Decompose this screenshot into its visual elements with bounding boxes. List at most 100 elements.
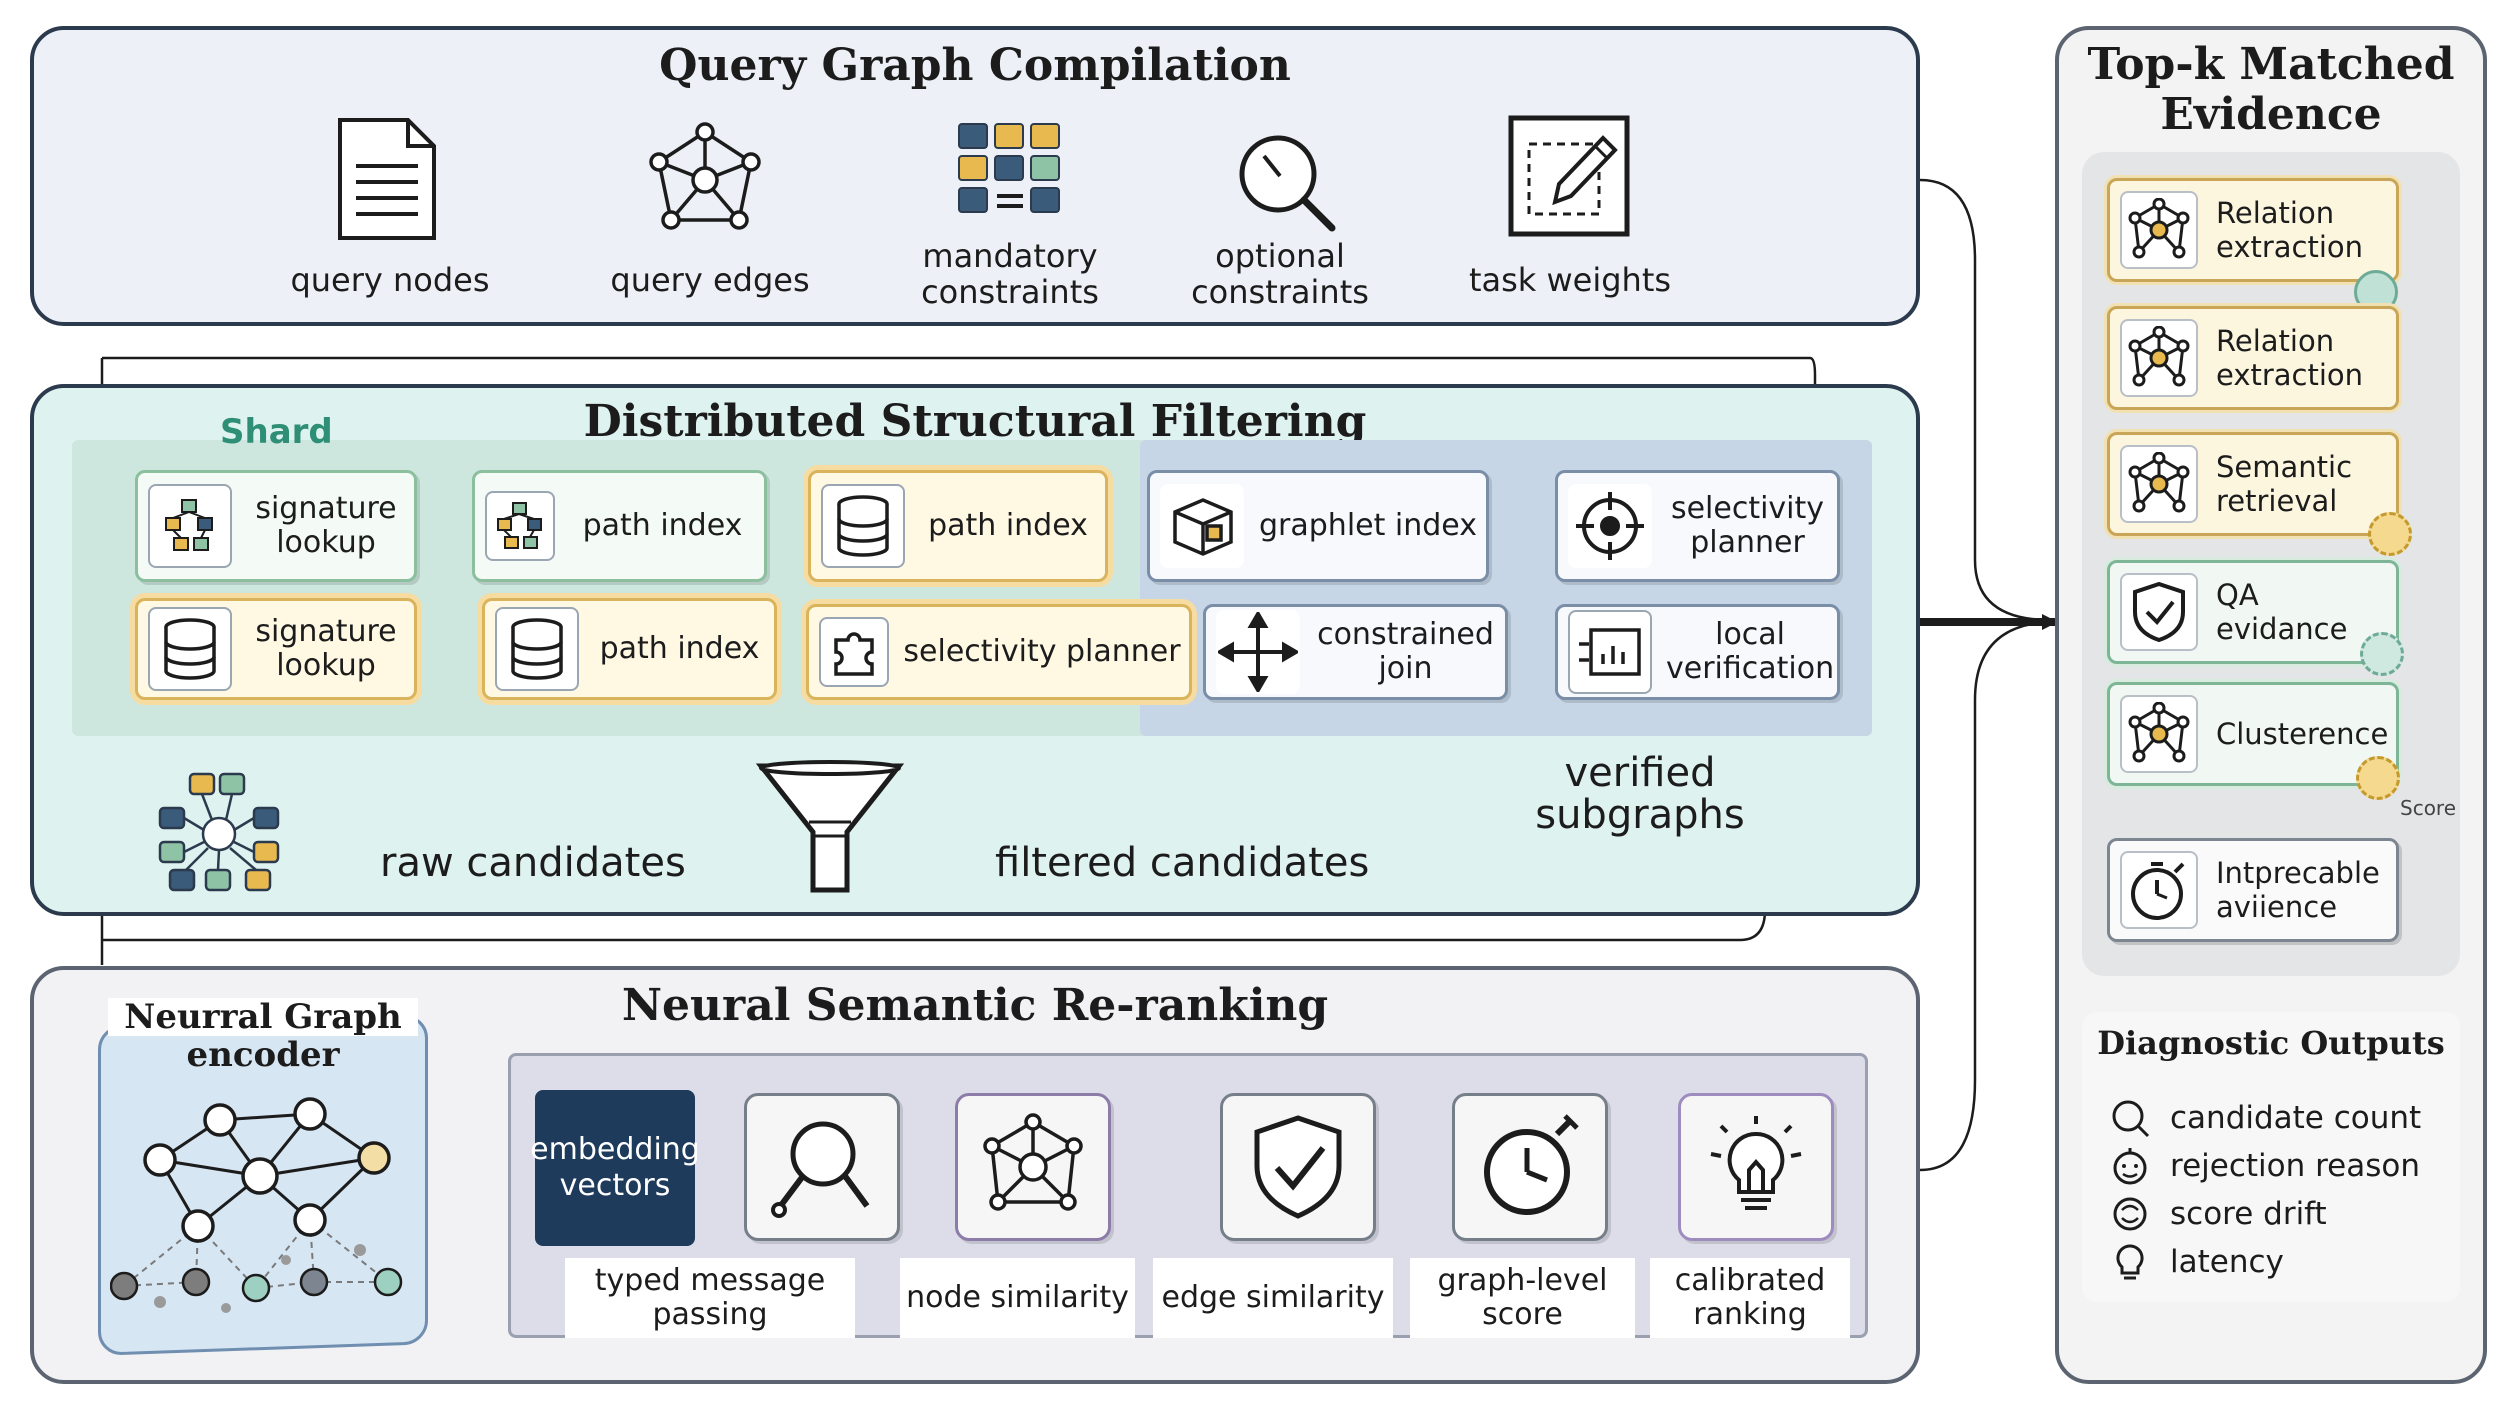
molecule-icon xyxy=(485,491,555,561)
evidence-item-3[interactable]: Semantic retrieval xyxy=(2107,432,2399,536)
network-icon xyxy=(983,1113,1083,1211)
calibrated-ranking-stage xyxy=(1678,1093,1834,1241)
drift-icon xyxy=(2108,1192,2152,1236)
selectivity-planner-node-1: selectivity planner xyxy=(1555,470,1840,582)
signature-lookup-node-1: signature lookup xyxy=(135,470,417,582)
rejection-reason-label: rejection reason xyxy=(2170,1148,2420,1184)
badge-icon xyxy=(2368,512,2412,556)
graph-level-score-label: graph-level score xyxy=(1410,1258,1635,1338)
signature-lookup-label-2: signature lookup xyxy=(255,614,397,683)
database-icon xyxy=(821,484,905,568)
constrained-join-label: constrained join xyxy=(1317,617,1494,686)
network-icon xyxy=(649,122,761,230)
graphlet-index-node: graphlet index xyxy=(1147,470,1489,582)
diagnostics-title: Diagnostic Outputs xyxy=(2097,1024,2445,1062)
evidence-item-5[interactable]: Clusterence xyxy=(2107,682,2399,786)
local-verification-label: local verification xyxy=(1666,617,1835,686)
candidate-count-label: candidate count xyxy=(2170,1100,2422,1136)
mandatory-constraints-label: mandatory constraints xyxy=(921,237,1099,311)
network-icon xyxy=(2120,319,2198,397)
crosshair-icon xyxy=(1568,484,1652,568)
path-index-label-2: path index xyxy=(928,508,1088,543)
path-index-label-3: path index xyxy=(599,631,760,666)
cube-icon xyxy=(1160,484,1244,568)
evidence-title: Top-k Matched Evidence xyxy=(2087,39,2455,140)
diagnostic-score-drift: score drift xyxy=(2108,1192,2327,1236)
stopwatch-icon xyxy=(2120,851,2198,929)
reranking-title: Neural Semantic Re-ranking xyxy=(621,980,1329,1031)
path-index-node-1: path index xyxy=(472,470,767,582)
diagnostics-region xyxy=(2082,1012,2460,1302)
query-compilation-title: Query Graph Compilation xyxy=(659,40,1291,91)
constrained-join-node: constrained join xyxy=(1203,604,1508,700)
selectivity-planner-node-2: selectivity planner xyxy=(806,604,1192,700)
verified-subgraphs-label: verified subgraphs xyxy=(1535,750,1745,838)
path-index-node-3: path index xyxy=(482,598,777,700)
structural-filtering-title: Distributed Structural Filtering xyxy=(583,396,1367,447)
score-drift-label: score drift xyxy=(2170,1196,2327,1232)
bulb-icon xyxy=(2108,1240,2152,1284)
graphlet-index-label: graphlet index xyxy=(1259,508,1477,543)
task-weights-label: task weights xyxy=(1468,261,1672,299)
evidence-item-1[interactable]: Relation extraction xyxy=(2107,178,2399,282)
evidence-item-6[interactable]: Intprecable aviience xyxy=(2107,838,2399,942)
evidence-item-2[interactable]: Relation extraction xyxy=(2107,306,2399,410)
grid-blocks-icon xyxy=(958,123,1060,213)
badge-icon xyxy=(2356,756,2400,800)
query-edges-label: query edges xyxy=(610,261,810,299)
magnifier-icon xyxy=(1239,135,1336,232)
diagnostic-rejection-reason: rejection reason xyxy=(2108,1144,2420,1188)
selectivity-planner-label-1: selectivity planner xyxy=(1670,491,1825,560)
evidence-item-2-label: Relation extraction xyxy=(2216,324,2364,392)
calibrated-ranking-label: calibrated ranking xyxy=(1650,1258,1850,1338)
badge-icon xyxy=(2360,632,2404,676)
raw-candidates-label: raw candidates xyxy=(380,840,686,886)
diagnostic-latency: latency xyxy=(2108,1240,2284,1284)
signature-lookup-node-2: signature lookup xyxy=(135,598,417,700)
move-arrows-icon xyxy=(1216,610,1300,694)
shield-check-icon xyxy=(1254,1115,1342,1219)
evidence-item-1-label: Relation extraction xyxy=(2216,196,2364,264)
search-circle-icon xyxy=(2108,1096,2152,1140)
path-index-label-1: path index xyxy=(582,508,743,543)
query-nodes-label: query nodes xyxy=(290,261,490,299)
edge-similarity-stage xyxy=(1220,1093,1376,1241)
embedding-vectors-box: embedding vectors xyxy=(530,1090,700,1246)
evidence-item-3-label: Semantic retrieval xyxy=(2216,450,2353,518)
node-similarity-label: node similarity xyxy=(900,1258,1135,1338)
network-icon xyxy=(2120,445,2198,523)
graph-cluster-icon xyxy=(158,772,280,892)
graph-encoder-title: Neurral Graph encoder xyxy=(108,998,418,1074)
chart-icon xyxy=(1568,610,1652,694)
score-label: Score xyxy=(2400,796,2457,820)
evidence-item-6-label: Intprecable aviience xyxy=(2216,856,2380,924)
network-icon xyxy=(2120,191,2198,269)
latency-label: latency xyxy=(2170,1244,2284,1280)
shield-icon xyxy=(2120,573,2198,651)
pencil-frame-icon xyxy=(1508,115,1630,237)
molecule-icon xyxy=(148,484,232,568)
node-similarity-stage xyxy=(955,1093,1111,1241)
diagnostic-candidate-count: candidate count xyxy=(2108,1096,2421,1140)
edge-similarity-label: edge similarity xyxy=(1153,1258,1393,1338)
signature-lookup-label-1: signature lookup xyxy=(255,491,397,560)
bulb-icon xyxy=(1710,1116,1802,1210)
path-index-node-2: path index xyxy=(808,470,1108,582)
graph-level-score-stage xyxy=(1452,1093,1608,1241)
filtered-candidates-label: filtered candidates xyxy=(995,840,1370,886)
local-verification-node: local verification xyxy=(1555,604,1840,700)
evidence-item-5-label: Clusterence xyxy=(2216,717,2389,751)
optional-constraints-label: optional constraints xyxy=(1191,237,1369,311)
database-icon xyxy=(148,607,232,691)
network-icon xyxy=(2120,695,2198,773)
message-passing-stage xyxy=(744,1093,900,1241)
evidence-item-4[interactable]: QA evidance xyxy=(2107,560,2399,664)
selectivity-planner-label-2: selectivity planner xyxy=(903,634,1181,669)
stopwatch-icon xyxy=(1484,1114,1579,1215)
shard-label: Shard xyxy=(220,412,333,452)
puzzle-icon xyxy=(819,617,889,687)
typed-message-passing-label: typed message passing xyxy=(565,1258,855,1338)
database-icon xyxy=(495,607,579,691)
evidence-item-4-label: QA evidance xyxy=(2216,578,2348,646)
document-icon xyxy=(338,118,436,240)
